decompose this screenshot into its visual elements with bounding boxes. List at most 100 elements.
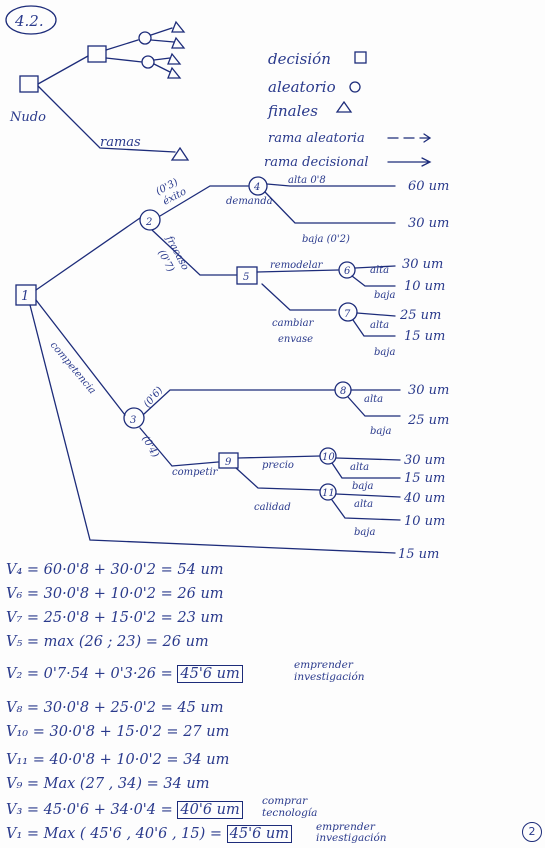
competir-label: competir — [172, 467, 219, 478]
chance-node-3 — [123, 407, 145, 429]
branch-6-alta — [354, 265, 396, 269]
equation-v3-result: 40'6 um — [177, 801, 243, 819]
node-7-number: 7 — [344, 309, 351, 320]
remodelar-label: remodelar — [270, 260, 324, 271]
branch-6-baja — [351, 275, 396, 287]
note-v1-line2: investigación — [316, 832, 387, 844]
node-8-number: 8 — [340, 386, 346, 397]
node-7-alta-label: alta — [370, 320, 389, 331]
decision-node-9 — [218, 452, 239, 469]
node-2-number: 2 — [145, 217, 152, 228]
branch-root-to-2 — [35, 217, 141, 291]
equation-v4: V₄ = 60·0'8 + 30·0'2 = 54 um — [6, 562, 224, 578]
solid-arrow-icon — [387, 157, 432, 167]
precio-label: precio — [262, 460, 294, 471]
legend-decision-square-2 — [87, 45, 107, 63]
root-decision-node — [15, 284, 37, 306]
leaf-value-40: 40 um — [403, 491, 445, 506]
equation-v1-expression: V₁ = Max ( 45'6 , 40'6 , 15) = — [6, 826, 227, 842]
node-11-number: 11 — [322, 488, 335, 499]
node-8-alta-label: alta — [364, 394, 383, 405]
calculations-block: V₄ = 60·0'8 + 30·0'2 = 54 um V₆ = 30·0'8… — [6, 556, 542, 848]
node-10-number: 10 — [322, 452, 335, 463]
legend-chance-branch: rama aleatoria — [268, 131, 365, 146]
branch-root-to-15 — [29, 304, 396, 554]
legend-sub-branches — [105, 39, 143, 63]
leaf-value-15-c: 15 um — [398, 547, 439, 560]
equation-v1: V₁ = Max ( 45'6 , 40'6 , 15) = 45'6 um — [6, 825, 293, 843]
page-number: 2 — [522, 822, 542, 842]
equation-v1-result: 45'6 um — [226, 825, 293, 843]
node-6-baja-label: baja — [374, 290, 395, 301]
node-11-baja-label: baja — [354, 527, 375, 538]
equation-v5: V₅ = max (26 ; 23) = 26 um — [6, 634, 209, 650]
branch-4-baja — [264, 191, 396, 224]
leaf-value-30-a: 30 um — [408, 216, 449, 231]
legend-decision: decisión — [268, 50, 331, 68]
legend-triangle-icons — [167, 20, 186, 79]
leaf-value-15-b: 15 um — [404, 471, 445, 486]
node-7-baja-label: baja — [374, 347, 395, 358]
branch-10-alta — [335, 457, 401, 461]
legend-chance-circle-2 — [141, 55, 155, 69]
equation-v3-expression: V₃ = 45·0'6 + 34·0'4 = — [6, 802, 178, 818]
legend-branch-down — [37, 85, 176, 153]
decision-square-icon — [354, 51, 367, 64]
leaf-value-25-b: 25 um — [407, 413, 449, 428]
equation-v2: V₂ = 0'7·54 + 0'3·26 = 45'6 um — [6, 665, 243, 683]
equation-v2-expression: V₂ = 0'7·54 + 0'3·26 = — [6, 666, 178, 682]
legend-chance: aleatorio — [268, 78, 336, 96]
legend-node-label: Nudo — [9, 110, 46, 125]
branch-11-baja — [331, 499, 401, 521]
equation-v7: V₇ = 25·0'8 + 15·0'2 = 23 um — [6, 610, 224, 626]
branch-cambiar-envase — [261, 283, 337, 311]
branch-11-alta — [335, 493, 401, 498]
calidad-label: calidad — [254, 502, 291, 513]
section-number: 4.2. — [14, 12, 44, 30]
baja-02-label: baja (0'2) — [302, 234, 350, 245]
branch-8-baja — [347, 396, 401, 417]
equation-v10: V₁₀ = 30·0'8 + 15·0'2 = 27 um — [6, 724, 230, 740]
legend-decision-square — [19, 75, 39, 93]
node-4-number: 4 — [253, 182, 260, 193]
chance-circle-icon — [349, 81, 361, 93]
leaf-value-25-a: 25 um — [399, 308, 441, 323]
chance-node-2 — [139, 209, 161, 231]
equation-v8: V₈ = 30·0'8 + 25·0'2 = 45 um — [6, 700, 224, 716]
leaf-value-30-d: 30 um — [404, 453, 445, 468]
note-v3-line1: comprar — [262, 795, 308, 807]
chance-node-10 — [319, 447, 337, 465]
equation-v2-result: 45'6 um — [177, 665, 243, 683]
branch-precio — [237, 455, 321, 459]
node-11-alta-label: alta — [354, 499, 373, 510]
decision-tree-diagram: 4.2. Nudo ramas decisión aleatorio final… — [5, 5, 449, 560]
legend-final: finales — [267, 102, 318, 120]
equation-v11: V₁₁ = 40·0'8 + 10·0'2 = 34 um — [6, 752, 230, 768]
branch-fracaso — [151, 229, 237, 276]
node-9-number: 9 — [225, 457, 232, 468]
leaf-value-15-a: 15 um — [404, 329, 445, 344]
root-node-number: 1 — [21, 289, 29, 304]
branch-4-alta — [266, 183, 396, 187]
note-v2-line2: investigación — [294, 671, 365, 683]
equation-v9: V₉ = Max (27 , 34) = 34 um — [6, 776, 210, 792]
section-ring — [5, 5, 57, 35]
node-10-alta-label: alta — [350, 462, 369, 473]
node-10-baja-label: baja — [352, 481, 373, 492]
demanda-label: demanda — [226, 196, 273, 207]
chance-node-7 — [338, 302, 358, 322]
branch-3-04 — [139, 427, 219, 467]
envase-label: envase — [278, 334, 313, 345]
cambiar-label: cambiar — [272, 318, 315, 329]
note-v1-line1: emprender — [316, 821, 375, 833]
node-6-number: 6 — [344, 266, 351, 277]
legend-branches-label: ramas — [100, 135, 141, 150]
equation-v6: V₆ = 30·0'8 + 10·0'2 = 26 um — [6, 586, 224, 602]
legend-branch-up — [37, 55, 89, 85]
node-6-alta-label: alta — [370, 265, 389, 276]
branch-10-baja — [331, 462, 401, 479]
chance-node-11 — [319, 483, 337, 501]
node-5-number: 5 — [243, 272, 249, 283]
branch-3-06 — [143, 389, 336, 415]
